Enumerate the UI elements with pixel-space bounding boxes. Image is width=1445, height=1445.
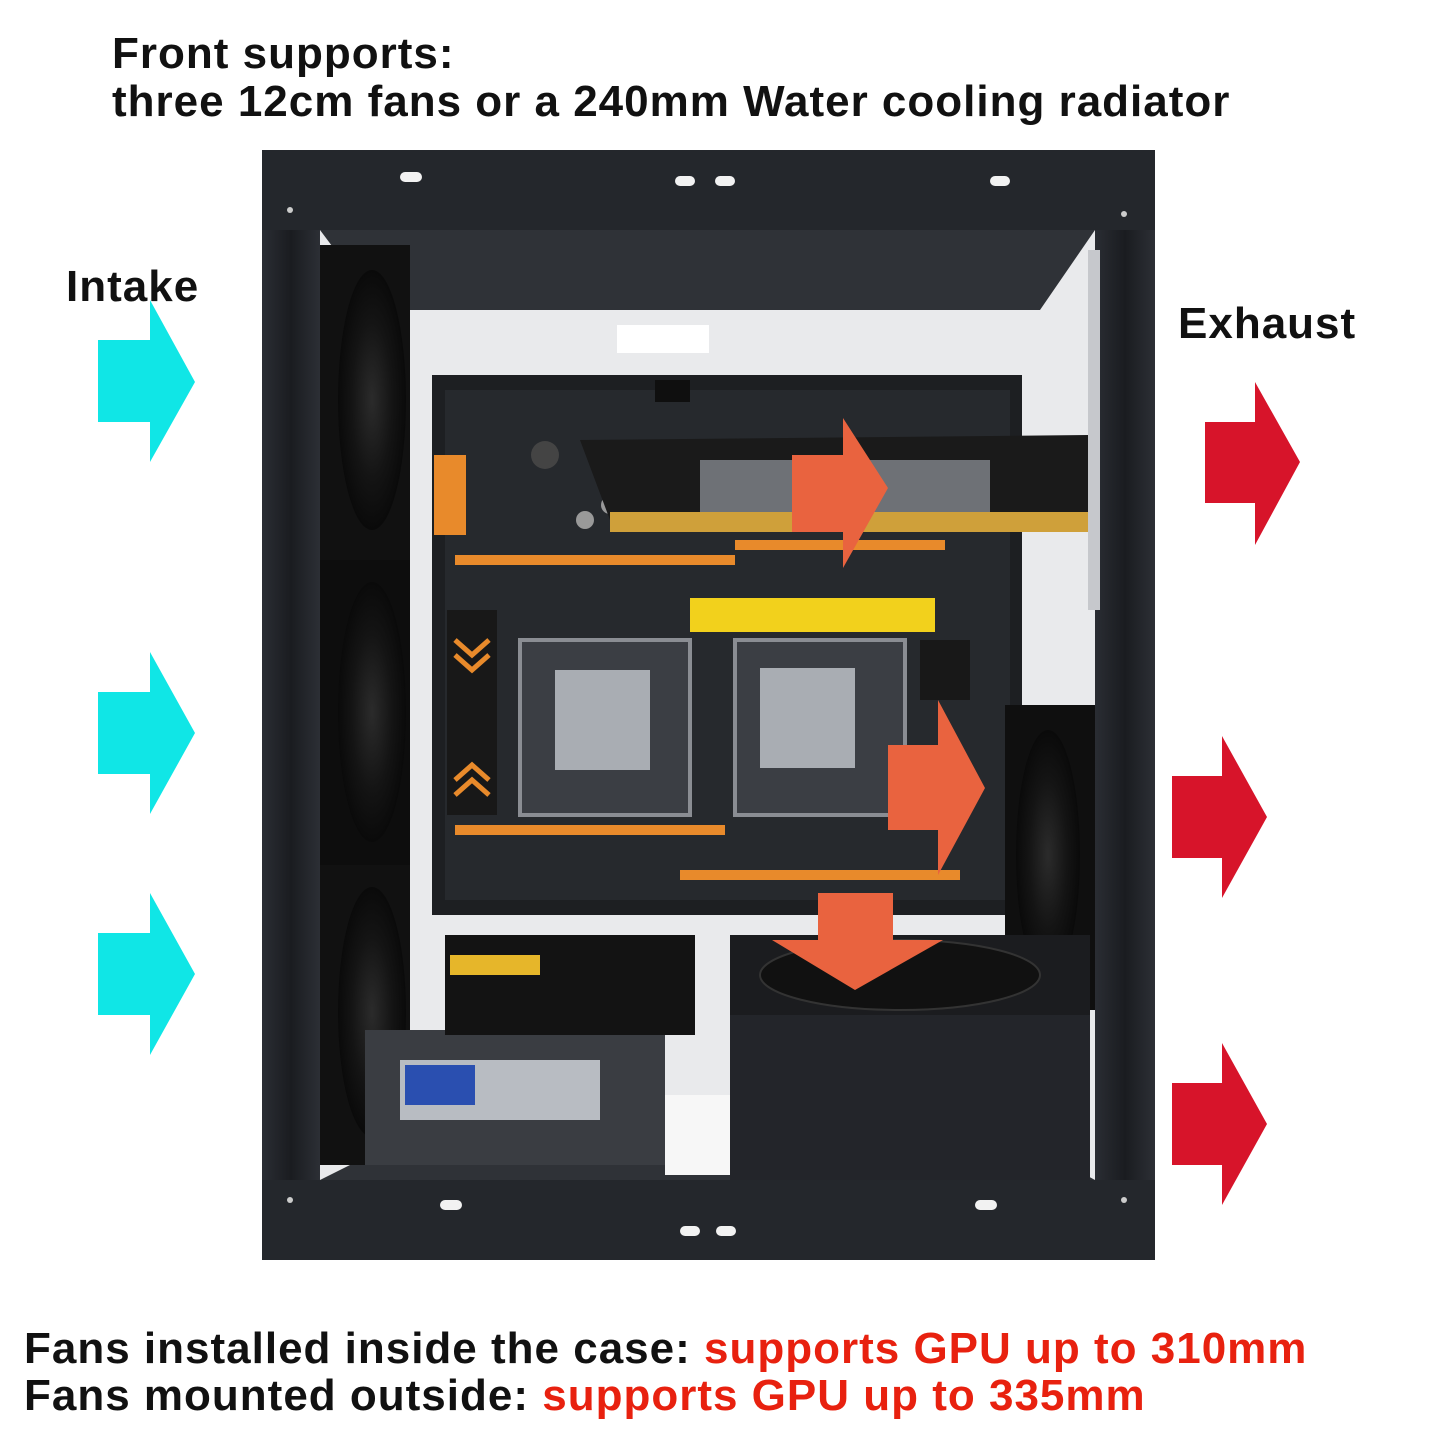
intake-label: Intake bbox=[66, 262, 200, 311]
footer-outside-gpu-length: supports GPU up to 335mm bbox=[542, 1371, 1146, 1420]
footer-outside-prefix: Fans mounted outside: bbox=[24, 1371, 543, 1420]
cyan-arrow-right-icon bbox=[98, 893, 195, 1055]
footer-line-outside-fans: Fans mounted outside: supports GPU up to… bbox=[24, 1371, 1146, 1420]
red-arrow-right-icon bbox=[1172, 1043, 1267, 1205]
cyan-arrow-right-icon bbox=[98, 652, 195, 814]
orange-arrow-icon bbox=[792, 418, 888, 568]
cyan-arrow-right-icon bbox=[98, 300, 195, 462]
footer-inside-gpu-length: supports GPU up to 310mm bbox=[704, 1324, 1308, 1373]
intake-arrows bbox=[98, 300, 195, 1055]
hard-drive-and-cables bbox=[365, 935, 730, 1175]
front-fans bbox=[320, 245, 410, 1165]
airflow-arrows bbox=[772, 418, 985, 990]
headline-front-supports: Front supports: bbox=[112, 29, 455, 78]
exhaust-arrows bbox=[1172, 382, 1300, 1205]
red-arrow-right-icon bbox=[1172, 736, 1267, 898]
red-arrow-right-icon bbox=[1205, 382, 1300, 545]
power-supply bbox=[730, 935, 1090, 1180]
orange-arrow-icon bbox=[772, 893, 943, 990]
exhaust-label: Exhaust bbox=[1178, 299, 1357, 348]
footer-line-inside-fans: Fans installed inside the case: supports… bbox=[24, 1324, 1308, 1373]
footer-inside-prefix: Fans installed inside the case: bbox=[24, 1324, 704, 1373]
orange-arrow-icon bbox=[888, 700, 985, 875]
headline-fan-radiator-support: three 12cm fans or a 240mm Water cooling… bbox=[112, 77, 1231, 126]
